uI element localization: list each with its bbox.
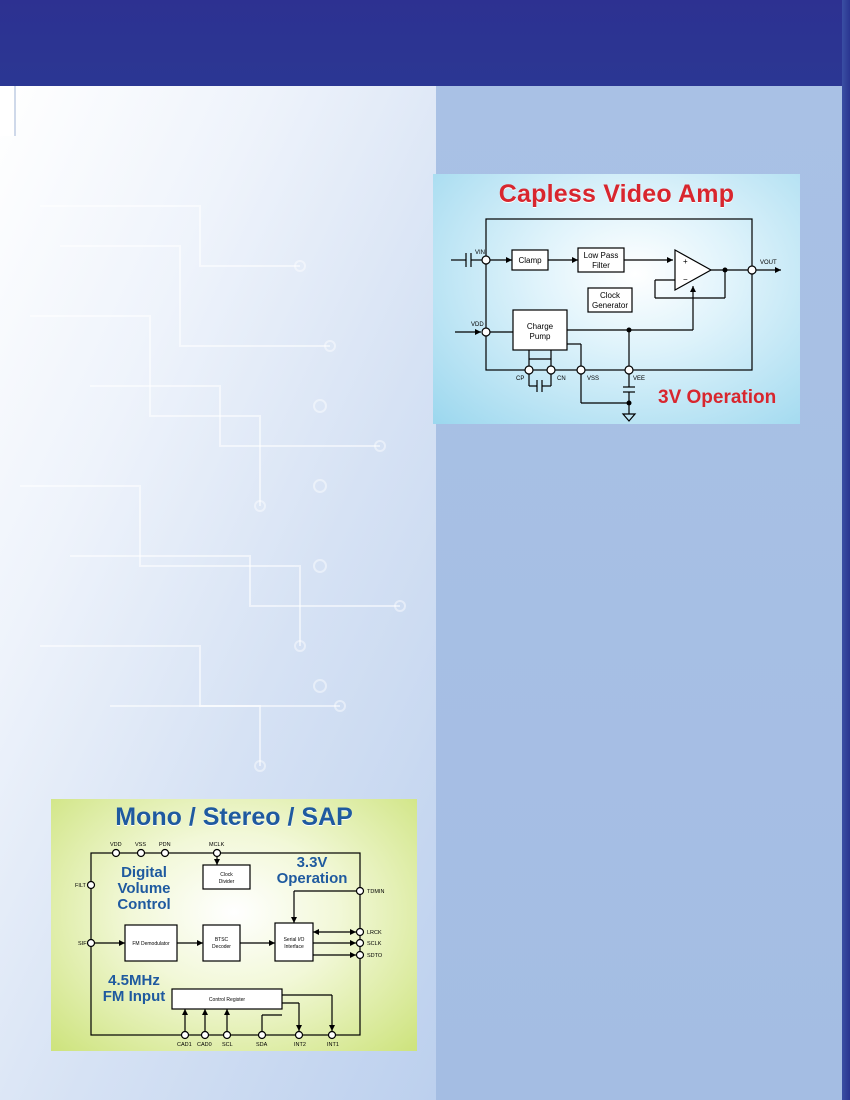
video-amp-chip-outline bbox=[485, 218, 753, 371]
pin-tdmin bbox=[355, 886, 365, 896]
low-pass-filter-block bbox=[577, 247, 625, 273]
pin-cad0 bbox=[200, 1030, 210, 1040]
vdd-label: VDD bbox=[471, 322, 484, 328]
pin-pdn bbox=[160, 848, 170, 858]
pin-vdd bbox=[481, 327, 491, 337]
clock-generator-block bbox=[587, 287, 633, 313]
sap-diagram: Clock Divider FM Demodulator BTSC Decode… bbox=[75, 842, 384, 1048]
clamp-block bbox=[511, 249, 549, 271]
pin-lrck bbox=[355, 927, 365, 937]
filt-label: FILT bbox=[75, 883, 87, 889]
vout-label: VOUT bbox=[760, 260, 777, 266]
left-edge-strip bbox=[0, 86, 16, 136]
fm-demodulator-block bbox=[124, 924, 178, 962]
pin-sdto bbox=[355, 950, 365, 960]
control-register-block bbox=[171, 988, 283, 1010]
right-edge-rail bbox=[842, 0, 850, 1100]
serial-io-block bbox=[274, 922, 314, 962]
op-amp-icon bbox=[674, 248, 713, 292]
scl-label: SCL bbox=[222, 1042, 233, 1048]
video-amp-diagram: Clamp Low Pass Filter Clock Generator Ch… bbox=[451, 218, 781, 422]
cp-label: CP bbox=[516, 376, 524, 382]
charge-pump-block bbox=[512, 309, 568, 351]
charge-pump-label-2: Pump bbox=[530, 332, 551, 341]
cad0-label: CAD0 bbox=[197, 1042, 212, 1048]
circuit-board-texture bbox=[20, 205, 406, 772]
clock-gen-label-2: Generator bbox=[592, 301, 628, 310]
pin-sif bbox=[86, 938, 96, 948]
int1-label: INT1 bbox=[327, 1042, 339, 1048]
pin-scl bbox=[222, 1030, 232, 1040]
btsc-decoder-block bbox=[202, 924, 241, 962]
lpf-label-2: Filter bbox=[592, 261, 610, 270]
btsc-label-2: Decoder bbox=[212, 944, 231, 950]
pin-vss bbox=[576, 365, 586, 375]
header-bar bbox=[0, 0, 850, 86]
pin-filt bbox=[86, 880, 96, 890]
opamp-plus-label: + bbox=[683, 257, 688, 266]
lpf-label-1: Low Pass bbox=[584, 251, 619, 260]
sif-label: SIF bbox=[78, 941, 87, 947]
ground-icon bbox=[621, 413, 637, 422]
control-register-label: Control Register bbox=[209, 997, 245, 1003]
vss-label: VSS bbox=[135, 842, 146, 848]
vin-label: VIN bbox=[475, 250, 485, 256]
clock-gen-label-1: Clock bbox=[600, 291, 621, 300]
lrck-label: LRCK bbox=[367, 930, 382, 936]
mono-stereo-sap-card: Mono / Stereo / SAP bbox=[51, 799, 417, 1051]
sda-label: SDA bbox=[256, 1042, 268, 1048]
int2-label: INT2 bbox=[294, 1042, 306, 1048]
pin-cad1 bbox=[180, 1030, 190, 1040]
vss-label: VSS bbox=[587, 376, 599, 382]
pin-sclk bbox=[355, 938, 365, 948]
vdd-label: VDD bbox=[110, 842, 122, 848]
clock-divider-label-2: Divider bbox=[219, 879, 235, 885]
cad1-label: CAD1 bbox=[177, 1042, 192, 1048]
pin-cp bbox=[524, 365, 534, 375]
sdto-label: SDTO bbox=[367, 953, 383, 959]
btsc-label-1: BTSC bbox=[215, 937, 229, 943]
pin-mclk bbox=[212, 848, 222, 858]
sclk-label: SCLK bbox=[367, 941, 382, 947]
pin-cn bbox=[546, 365, 556, 375]
pin-vss bbox=[136, 848, 146, 858]
pin-int2 bbox=[294, 1030, 304, 1040]
charge-pump-label-1: Charge bbox=[527, 322, 554, 331]
pin-vee bbox=[624, 365, 634, 375]
clock-divider-label-1: Clock bbox=[220, 872, 233, 878]
pdn-label: PDN bbox=[159, 842, 171, 848]
sap-title: Mono / Stereo / SAP bbox=[115, 803, 353, 831]
mclk-label: MCLK bbox=[209, 842, 225, 848]
pin-vdd bbox=[111, 848, 121, 858]
fm-input-label: 4.5MHz FM Input bbox=[102, 972, 166, 1005]
clock-divider-block bbox=[202, 864, 251, 890]
cn-label: CN bbox=[557, 376, 566, 382]
vee-label: VEE bbox=[633, 376, 645, 382]
serial-label-1: Serial I/O bbox=[284, 937, 305, 943]
pin-vin bbox=[481, 255, 491, 265]
fm-demodulator-label: FM Demodulator bbox=[132, 941, 170, 947]
clamp-label: Clamp bbox=[518, 256, 542, 265]
sap-operation-label: 3.3V Operation bbox=[276, 854, 348, 887]
serial-label-2: Interface bbox=[284, 944, 304, 950]
video-amp-operation: 3V Operation bbox=[658, 387, 777, 408]
capless-video-amp-card: Capless Video Amp bbox=[433, 174, 800, 424]
pin-int1 bbox=[327, 1030, 337, 1040]
pin-vout bbox=[747, 265, 757, 275]
opamp-minus-label: − bbox=[683, 275, 688, 284]
video-amp-title: Capless Video Amp bbox=[498, 180, 735, 208]
digital-volume-control-label: Digital Volume Control bbox=[117, 864, 171, 913]
pin-sda bbox=[257, 1030, 267, 1040]
tdmin-label: TDMIN bbox=[367, 889, 384, 895]
